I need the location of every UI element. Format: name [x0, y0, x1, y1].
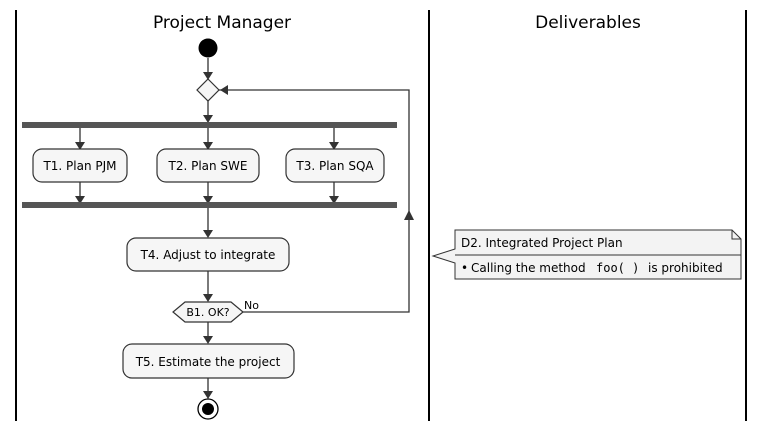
start-node: [198, 38, 218, 58]
arrow-head: [203, 72, 213, 80]
arrow-head: [329, 196, 339, 204]
arrow-head: [329, 142, 339, 150]
lane-title-deliverables: Deliverables: [535, 13, 641, 33]
arrow-head: [75, 196, 85, 204]
task-t3-label: T3. Plan SQA: [295, 159, 374, 173]
end-node-core: [202, 403, 214, 415]
task-t3-box: [285, 148, 385, 183]
note-fold: [731, 230, 741, 240]
arrow-head: [203, 391, 213, 399]
note-title: D2. Integrated Project Plan: [461, 236, 623, 250]
arrow-head: [203, 336, 213, 344]
task-t2-label: T2. Plan SWE: [167, 159, 247, 173]
fork-bar: [22, 122, 397, 128]
arrow-head: [203, 294, 213, 302]
arrow-head-loop-up: [404, 210, 414, 220]
task-t4-label: T4. Adjust to integrate: [140, 248, 276, 262]
note-text-suffix: is prohibited: [648, 261, 723, 275]
arrow-head: [203, 230, 213, 238]
arrow-head: [203, 115, 213, 123]
decision-b1: [172, 301, 244, 323]
task-t1-label: T1. Plan PJM: [42, 159, 116, 173]
edge-no-loop: [219, 89, 410, 313]
lane-title-project-manager: Project Manager: [153, 13, 291, 33]
arrow-head: [203, 196, 213, 204]
join-bar: [22, 202, 397, 208]
branch-no-label: No: [244, 299, 259, 312]
note-bullet: •: [461, 261, 468, 275]
arrow-head: [75, 142, 85, 150]
note-code: foo( ): [596, 261, 639, 275]
merge-diamond: [196, 78, 220, 102]
decision-b1-label: B1. OK?: [186, 306, 229, 319]
task-t5-label: T5. Estimate the project: [135, 355, 281, 369]
note-text-prefix: Calling the method: [471, 261, 586, 275]
arrow-head-loop-left: [220, 85, 228, 95]
arrow-head: [203, 142, 213, 150]
